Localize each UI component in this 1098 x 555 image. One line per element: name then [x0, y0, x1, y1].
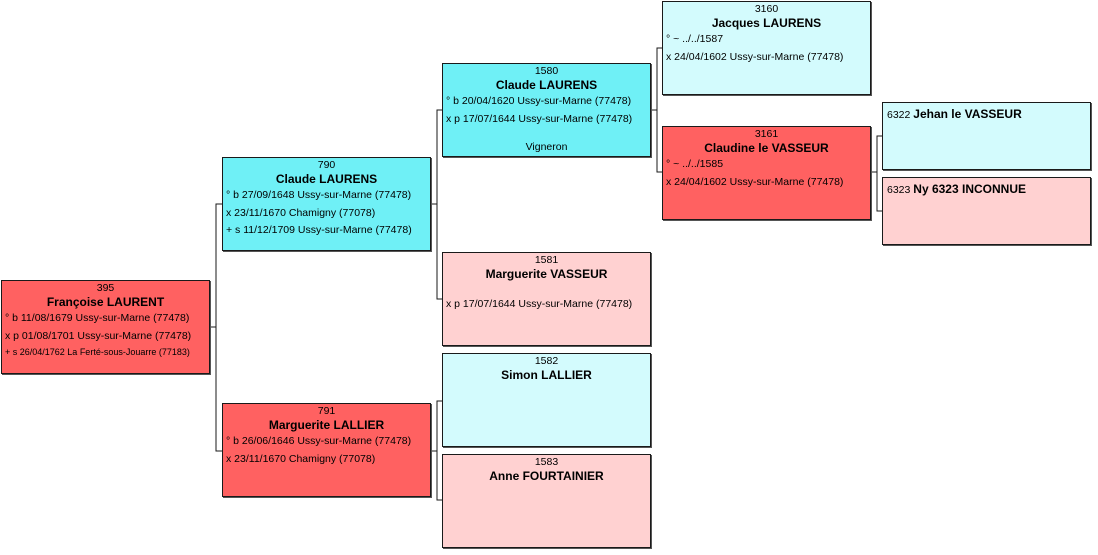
sosa-number: 1581	[534, 254, 559, 266]
sosa-number: 1583	[534, 456, 559, 468]
person-name: Claudine le VASSEUR	[704, 140, 829, 155]
death-event: + s 11/12/1709 Ussy-sur-Marne (77478)	[226, 224, 412, 237]
occupation: Vigneron	[525, 141, 568, 154]
marriage-event: x p 17/07/1644 Ussy-sur-Marne (77478)	[446, 297, 633, 310]
person-line: 6323 Ny 6323 INCONNUE	[883, 182, 1090, 197]
marriage-event: x 23/11/1670 Chamigny (77078)	[226, 452, 376, 465]
marriage-event: x 24/04/1602 Ussy-sur-Marne (77478)	[666, 175, 844, 188]
connector-791-parents	[431, 400, 442, 501]
person-name: Jacques LAURENS	[711, 15, 822, 30]
marriage-event: x 24/04/1602 Ussy-sur-Marne (77478)	[666, 50, 844, 63]
person-box-3161[interactable]: 3161 Claudine le VASSEUR ° ~ ../../1585 …	[662, 126, 871, 220]
person-box-791[interactable]: 791 Marguerite LALLIER ° b 26/06/1646 Us…	[222, 403, 431, 497]
sosa-number: 1580	[534, 65, 559, 77]
person-name: Françoise LAURENT	[46, 294, 165, 309]
person-box-3160[interactable]: 3160 Jacques LAURENS ° ~ ../../1587 x 24…	[662, 1, 871, 95]
connector-790-parents	[431, 109, 442, 300]
sosa-number: 3160	[754, 3, 779, 15]
person-box-1582[interactable]: 1582 Simon LALLIER	[442, 353, 651, 447]
person-box-6323[interactable]: 6323 Ny 6323 INCONNUE	[882, 177, 1091, 245]
person-name: Claude LAURENS	[495, 77, 598, 92]
sosa-number: 6322	[887, 109, 911, 121]
person-name: Ny 6323 INCONNUE	[913, 182, 1026, 196]
person-box-790[interactable]: 790 Claude LAURENS ° b 27/09/1648 Ussy-s…	[222, 157, 431, 251]
connector-3161-parents	[871, 135, 882, 212]
connector-1580-parents	[651, 47, 662, 173]
birth-event: ° b 20/04/1620 Ussy-sur-Marne (77478)	[446, 94, 632, 107]
person-name: Jehan le VASSEUR	[913, 107, 1022, 121]
person-name: Simon LALLIER	[501, 367, 592, 382]
birth-event: ° b 11/08/1679 Ussy-sur-Marne (77478)	[5, 311, 190, 324]
person-name: Marguerite VASSEUR	[485, 266, 608, 281]
birth-event: ° ~ ../../1585	[666, 157, 724, 170]
marriage-event: x p 01/08/1701 Ussy-sur-Marne (77478)	[5, 329, 192, 342]
person-box-395[interactable]: 395 Françoise LAURENT ° b 11/08/1679 Uss…	[1, 280, 210, 374]
marriage-event: x 23/11/1670 Chamigny (77078)	[226, 206, 376, 219]
person-name: Claude LAURENS	[275, 171, 378, 186]
death-event: + s 26/04/1762 La Ferté-sous-Jouarre (77…	[5, 347, 190, 358]
person-box-1581[interactable]: 1581 Marguerite VASSEUR x p 17/07/1644 U…	[442, 252, 651, 346]
sosa-number: 3161	[754, 128, 779, 140]
person-name: Anne FOURTAINIER	[489, 468, 604, 483]
sosa-number: 6323	[887, 184, 911, 196]
person-box-6322[interactable]: 6322 Jehan le VASSEUR	[882, 102, 1091, 170]
person-box-1580[interactable]: 1580 Claude LAURENS ° b 20/04/1620 Ussy-…	[442, 63, 651, 157]
connector-395-parents	[210, 203, 222, 452]
sosa-number: 1582	[534, 355, 559, 367]
person-name: Marguerite LALLIER	[268, 417, 385, 432]
birth-event: ° ~ ../../1587	[666, 32, 724, 45]
birth-event: ° b 27/09/1648 Ussy-sur-Marne (77478)	[226, 188, 412, 201]
birth-event: ° b 26/06/1646 Ussy-sur-Marne (77478)	[226, 434, 412, 447]
sosa-number: 791	[317, 405, 336, 417]
marriage-event: x p 17/07/1644 Ussy-sur-Marne (77478)	[446, 112, 633, 125]
person-box-1583[interactable]: 1583 Anne FOURTAINIER	[442, 454, 651, 548]
person-line: 6322 Jehan le VASSEUR	[883, 107, 1090, 122]
sosa-number: 790	[317, 159, 336, 171]
sosa-number: 395	[96, 282, 115, 294]
